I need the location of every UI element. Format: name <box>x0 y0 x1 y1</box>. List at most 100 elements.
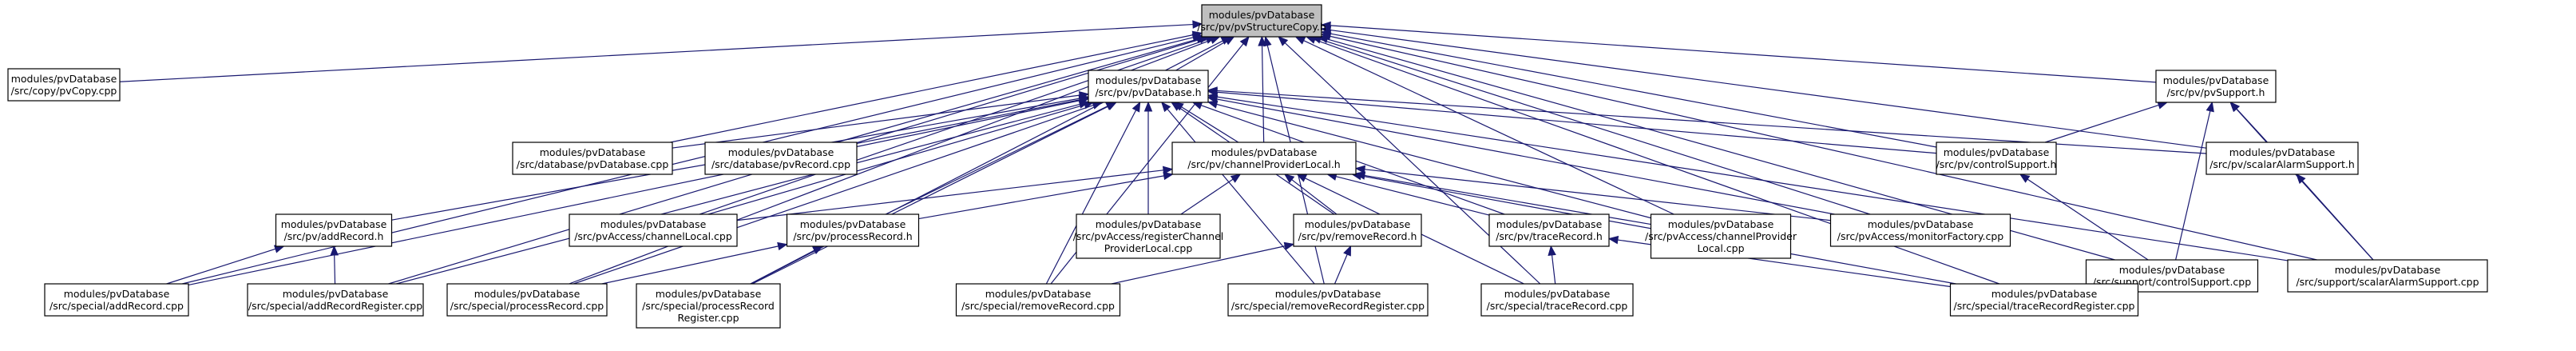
node-tracerecord-h[interactable]: modules/pvDatabase/src/pv/traceRecord.h <box>1488 213 1610 247</box>
node-label-line: /src/special/addRecordRegister.cpp <box>248 300 422 312</box>
edge-line <box>396 103 1080 285</box>
node-pvsupport-h[interactable]: modules/pvDatabase/src/pv/pvSupport.h <box>2155 70 2277 103</box>
node-box <box>446 283 608 317</box>
arrowhead <box>1078 100 1090 109</box>
edge-line <box>1291 179 1338 215</box>
arrowhead <box>1209 36 1221 44</box>
edge-addrecordregister-cpp-to-pvdatabase-h <box>396 100 1090 285</box>
node-removerecordregister-cpp[interactable]: modules/pvDatabase/src/special/removeRec… <box>1227 283 1429 317</box>
node-tracerecord-cpp[interactable]: modules/pvDatabase/src/special/traceReco… <box>1480 283 1634 317</box>
edge-addrecord-cpp-to-pvdatabase-h <box>188 96 1090 285</box>
node-label-line: Register.cpp <box>677 312 739 324</box>
node-controlsupport-h[interactable]: modules/pvDatabase/src/pv/controlSupport… <box>1936 142 2057 175</box>
node-label-line: /src/pv/controlSupport.h <box>1936 158 2057 170</box>
node-label-line: modules/pvDatabase <box>11 73 117 85</box>
node-scalaralarmsupport-h[interactable]: modules/pvDatabase/src/pv/scalarAlarmSup… <box>2205 142 2359 175</box>
arrowhead <box>1239 35 1250 47</box>
edge-line <box>1216 98 1835 215</box>
node-processrecord-h[interactable]: modules/pvDatabase/src/pv/processRecord.… <box>786 213 920 247</box>
arrowhead <box>1258 35 1266 46</box>
edge-line <box>885 106 1108 215</box>
edge-removerecord-cpp-to-removerecord-h <box>1111 241 1295 285</box>
node-monitorfactory-cpp[interactable]: modules/pvDatabase/src/pvAccess/monitorF… <box>1829 213 2011 247</box>
node-label-line: /src/pvAccess/channelLocal.cpp <box>574 230 732 242</box>
node-layer: modules/pvDatabase/src/pv/pvStructureCop… <box>7 4 2488 329</box>
node-box <box>786 213 920 247</box>
node-label-line: modules/pvDatabase <box>985 288 1092 300</box>
node-cpl-cpp[interactable]: modules/pvDatabase/src/pvAccess/channelP… <box>1645 213 1797 259</box>
node-pvdatabase-cpp[interactable]: modules/pvDatabase/src/database/pvDataba… <box>512 142 673 175</box>
node-label-line: modules/pvDatabase <box>656 288 762 300</box>
edge-scalaralarmsupport-cpp-to-pvdatabase-h <box>1207 93 2289 261</box>
node-root[interactable]: modules/pvDatabase/src/pv/pvStructureCop… <box>1197 4 1326 38</box>
node-label-line: modules/pvDatabase <box>1991 288 2098 300</box>
node-label-line: /src/pv/scalarAlarmSupport.h <box>2209 158 2355 170</box>
arrowhead <box>2296 174 2306 185</box>
arrowhead <box>1131 101 1141 113</box>
node-box <box>636 283 781 329</box>
edge-line <box>1320 38 1871 215</box>
edge-line <box>751 106 1109 285</box>
edge-monitorfactory-cpp-to-cpl-h <box>1354 165 1831 221</box>
node-label-line: modules/pvDatabase <box>1504 288 1611 300</box>
edge-line <box>1045 110 1137 285</box>
node-processrecord-cpp[interactable]: modules/pvDatabase/src/special/processRe… <box>446 283 608 317</box>
node-box <box>1293 213 1422 247</box>
node-label-line: /src/support/scalarAlarmSupport.cpp <box>2296 276 2479 288</box>
node-label-line: /src/pv/processRecord.h <box>793 230 912 242</box>
edge-removerecord-h-to-cpl-h <box>1283 174 1338 215</box>
node-addrecord-h[interactable]: modules/pvDatabase/src/pv/addRecord.h <box>275 213 393 247</box>
node-label-line: /src/database/pvRecord.cpp <box>711 158 850 170</box>
edge-addrecordregister-cpp-to-addrecord-h <box>330 245 339 285</box>
edge-line <box>1181 106 1239 143</box>
node-pvrecord-cpp[interactable]: modules/pvDatabase/src/database/pvRecord… <box>704 142 858 175</box>
arrowhead <box>1230 174 1242 183</box>
node-box <box>1088 70 1209 103</box>
arrowhead <box>1343 245 1352 257</box>
node-box <box>704 142 858 175</box>
node-label-line: modules/pvDatabase <box>1305 218 1411 230</box>
edge-line <box>1167 109 1315 285</box>
arrowhead <box>777 241 788 251</box>
node-label-line: modules/pvDatabase <box>2335 264 2441 276</box>
node-regcpl-cpp[interactable]: modules/pvDatabase/src/pvAccess/register… <box>1073 213 1224 259</box>
edge-channellocal-cpp-to-cpl-h <box>736 166 1174 221</box>
arrowhead <box>1320 32 1332 41</box>
edge-line <box>1216 96 2289 261</box>
node-label-line: /src/copy/pvCopy.cpp <box>11 85 117 97</box>
edge-tracerecord-cpp-to-tracerecord-h <box>1548 245 1556 285</box>
arrowhead <box>2019 174 2031 183</box>
node-pvdatabase-h[interactable]: modules/pvDatabase/src/pv/pvDatabase.h <box>1088 70 1209 103</box>
arrowhead <box>1162 166 1174 175</box>
node-pvcopy-cpp[interactable]: modules/pvDatabase/src/copy/pvCopy.cpp <box>7 68 121 102</box>
node-scalaralarmsupport-cpp[interactable]: modules/pvDatabase/src/support/scalarAla… <box>2287 259 2488 293</box>
node-label-line: modules/pvDatabase <box>800 218 906 230</box>
node-box <box>569 213 738 247</box>
node-cpl-h[interactable]: modules/pvDatabase/src/pv/channelProvide… <box>1171 142 1357 175</box>
edge-controlsupport-h-to-root <box>1320 29 1937 148</box>
arrowhead <box>1320 26 1332 34</box>
edge-line <box>1335 176 1490 216</box>
node-label-line: /src/special/processRecord.cpp <box>450 300 604 312</box>
node-label-line: modules/pvDatabase <box>1211 146 1318 158</box>
arrowhead <box>1163 171 1174 181</box>
node-removerecord-cpp[interactable]: modules/pvDatabase/src/special/removeRec… <box>955 283 1121 317</box>
node-tracerecordregister-cpp[interactable]: modules/pvDatabase/src/special/traceReco… <box>1949 283 2139 317</box>
edge-line <box>736 170 1164 221</box>
node-label-line: /src/pvAccess/channelProvider <box>1645 230 1797 242</box>
edge-scalaralarmsupport-cpp-to-root <box>1320 32 2317 261</box>
edge-line <box>856 99 1080 145</box>
node-label-line: Local.cpp <box>1697 242 1744 254</box>
node-label-line: modules/pvDatabase <box>474 288 581 300</box>
edge-line <box>573 105 1094 285</box>
node-addrecordregister-cpp[interactable]: modules/pvDatabase/src/special/addRecord… <box>247 283 424 317</box>
node-box <box>247 283 424 317</box>
node-label-line: modules/pvDatabase <box>1944 146 2050 158</box>
node-addrecord-cpp[interactable]: modules/pvDatabase/src/special/addRecord… <box>44 283 189 317</box>
node-processrecordregister-cpp[interactable]: modules/pvDatabase/src/special/processRe… <box>636 283 781 329</box>
node-label-line: modules/pvDatabase <box>728 146 834 158</box>
node-box <box>2155 70 2277 103</box>
node-label-line: modules/pvDatabase <box>281 218 387 230</box>
node-channellocal-cpp[interactable]: modules/pvDatabase/src/pvAccess/channelL… <box>569 213 738 247</box>
node-removerecord-h[interactable]: modules/pvDatabase/src/pv/removeRecord.h <box>1293 213 1422 247</box>
